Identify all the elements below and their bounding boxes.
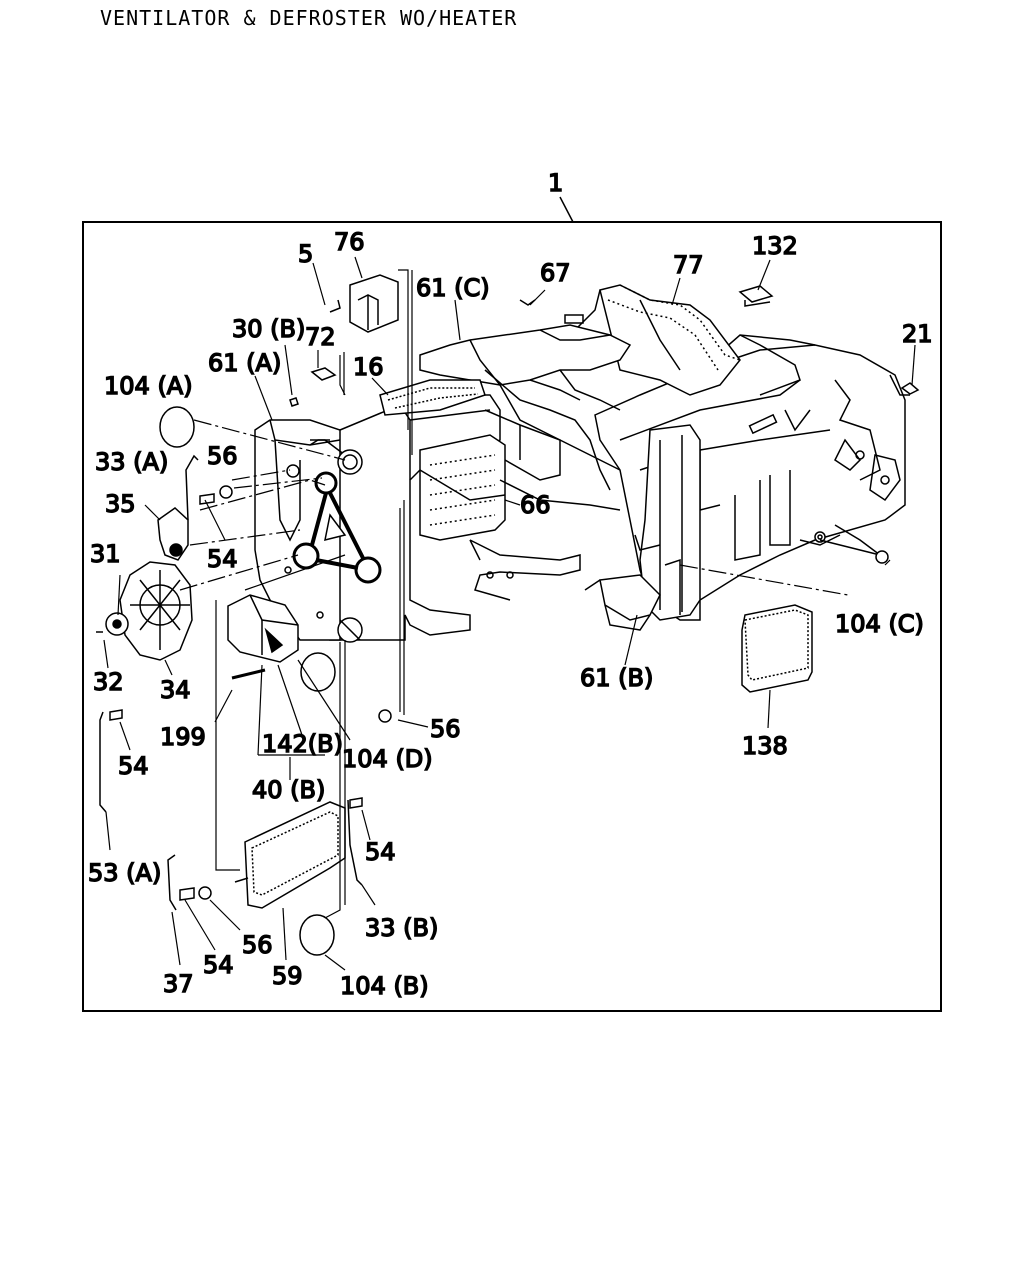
callout-34: 34 [160, 676, 191, 704]
clip-21 [900, 382, 920, 395]
main-duct-housing [584, 334, 910, 631]
fitting-56a [219, 485, 233, 499]
callout-104d: 104 (D) [342, 745, 433, 773]
assembly-label: 1 [548, 169, 563, 197]
rod-37 [167, 854, 177, 911]
callout-56c: 56 [242, 931, 273, 959]
callout-104c: 104 (C) [835, 610, 924, 638]
dial-assembly-34 [96, 561, 193, 661]
fitting-56c [198, 886, 212, 900]
callout-132: 132 [752, 232, 798, 260]
rod-33a [185, 454, 199, 521]
callout-21: 21 [902, 320, 933, 348]
fitting-56b [378, 709, 392, 723]
callout-32: 32 [93, 668, 124, 696]
callout-67: 67 [540, 259, 571, 287]
callout-66: 66 [520, 491, 551, 519]
callout-54b: 54 [118, 752, 149, 780]
leader-lines [103, 256, 916, 971]
left-housing-61a [254, 419, 382, 643]
callout-labels: 1 5 76 61 (C) 67 77 132 21 30 (B) 72 61 … [87, 168, 933, 1001]
bracket-76 [329, 274, 399, 333]
callout-77: 77 [673, 251, 704, 279]
cap-104a [159, 406, 195, 448]
callout-53a: 53 (A) [88, 859, 161, 887]
spring-54c [349, 797, 363, 809]
callout-61c: 61 (C) [416, 274, 490, 302]
assembly-leader [559, 196, 574, 223]
rod-33b [347, 799, 363, 886]
callout-35: 35 [105, 490, 136, 518]
callout-61a: 61 (A) [208, 349, 281, 377]
callout-33a: 33 (A) [95, 448, 168, 476]
center-blower-housing [329, 379, 621, 641]
callout-104b: 104 (B) [340, 972, 429, 1000]
callout-72: 72 [305, 323, 336, 351]
callout-56a: 56 [207, 442, 238, 470]
callout-33b: 33 (B) [365, 914, 438, 942]
cap-104b [299, 914, 335, 956]
callout-37: 37 [163, 970, 194, 998]
diagram-title: VENTILATOR & DEFROSTER WO/HEATER [100, 6, 518, 30]
callout-61b: 61 (B) [580, 664, 653, 692]
screw-30b [289, 397, 299, 407]
rod-53a [99, 711, 107, 813]
callout-40b: 40 (B) [252, 776, 325, 804]
spring-54b [109, 709, 123, 721]
clip-72 [310, 367, 337, 381]
callout-59: 59 [272, 962, 303, 990]
spring-54a [199, 493, 215, 505]
callout-54c: 54 [365, 838, 396, 866]
callout-138: 138 [742, 732, 788, 760]
callout-16: 16 [353, 353, 384, 381]
clip-132 [738, 285, 774, 307]
defroster-duct-61c [419, 299, 632, 491]
callout-54d: 54 [203, 951, 234, 979]
callout-31: 31 [90, 540, 121, 568]
callout-104a: 104 (A) [104, 372, 193, 400]
assembly-frame [82, 221, 942, 1012]
actuator-142b [227, 594, 299, 680]
filter-138 [741, 604, 813, 693]
callout-76: 76 [334, 228, 365, 256]
callout-30b: 30 (B) [232, 315, 305, 343]
callout-5: 5 [298, 240, 313, 268]
callout-54a: 54 [207, 545, 238, 573]
filter-59 [234, 801, 346, 909]
callout-56b: 56 [430, 715, 461, 743]
spring-54d [179, 887, 195, 901]
callout-142b: 142(B) [262, 730, 343, 758]
callout-199: 199 [160, 723, 206, 751]
